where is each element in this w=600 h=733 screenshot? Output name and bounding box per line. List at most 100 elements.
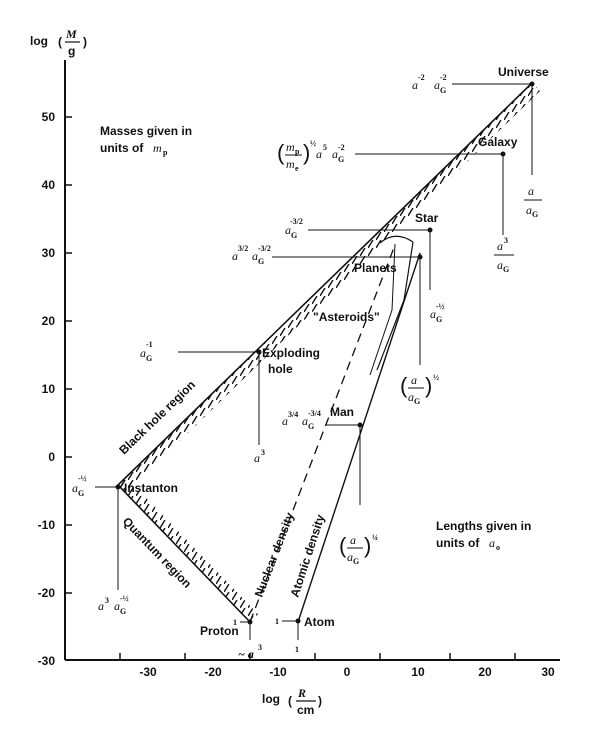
- svg-text:3: 3: [258, 643, 262, 652]
- svg-text:G: G: [308, 422, 314, 431]
- y-tick-m30: -30: [38, 654, 56, 668]
- svg-text:3/2: 3/2: [238, 244, 248, 253]
- masses-note: Masses given in units of m p: [100, 124, 192, 157]
- planets-point: [417, 254, 423, 260]
- svg-text:(: (: [288, 694, 292, 708]
- svg-text:G: G: [146, 354, 152, 363]
- universe-point: [529, 81, 535, 87]
- svg-text:e: e: [295, 164, 299, 173]
- asteroid-bracket-2: [369, 243, 396, 376]
- formula-exploding-vertical: a 3: [254, 448, 265, 465]
- formula-atom: 1 1: [275, 617, 299, 654]
- svg-text:-2: -2: [418, 73, 425, 82]
- y-axis-label: log ( M g ): [30, 27, 87, 58]
- svg-text:3/4: 3/4: [288, 410, 298, 419]
- svg-text:): ): [318, 694, 322, 708]
- leader-lines: [95, 83, 533, 640]
- svg-text:G: G: [258, 257, 264, 266]
- formula-instanton: a G -½: [72, 474, 87, 498]
- galaxy-point: [500, 151, 506, 157]
- formula-galaxy-vertical: a 3 a G: [494, 236, 514, 274]
- svg-text:a: a: [332, 147, 338, 161]
- man-point: [357, 422, 363, 428]
- svg-text:(: (: [58, 35, 62, 49]
- svg-text:a: a: [430, 307, 436, 321]
- svg-text:a: a: [412, 78, 418, 92]
- instanton-point: [115, 484, 121, 490]
- svg-text:3: 3: [105, 596, 109, 605]
- svg-text:): ): [425, 373, 432, 398]
- y-tick-labels: 50 40 30 20 10 0 -10 -20 -30: [38, 110, 56, 668]
- formula-star: a G -3/2: [285, 217, 303, 240]
- man-label: Man: [330, 405, 354, 419]
- svg-text:a: a: [98, 599, 104, 613]
- atomic-density-line: [297, 252, 421, 623]
- svg-text:cm: cm: [297, 703, 314, 717]
- svg-text:M: M: [65, 27, 77, 41]
- x-axis-label: log ( R cm ): [262, 686, 322, 717]
- svg-text:a: a: [434, 78, 440, 92]
- svg-text:G: G: [440, 86, 446, 95]
- svg-text:3: 3: [504, 236, 508, 245]
- svg-text:a: a: [282, 414, 288, 428]
- svg-text:a: a: [72, 481, 78, 495]
- x-ticks: [119, 653, 516, 660]
- svg-text:-3/4: -3/4: [308, 409, 321, 418]
- atom-point: [295, 618, 301, 624]
- formula-planets-vertical: ( a a G ) ½: [400, 373, 439, 406]
- svg-text:a: a: [408, 390, 414, 404]
- quantum-hatch: [118, 477, 258, 622]
- y-tick-20: 20: [42, 314, 56, 328]
- svg-text:-2: -2: [440, 73, 447, 82]
- instanton-label: Instanton: [124, 481, 178, 495]
- star-point: [427, 227, 433, 233]
- svg-text:G: G: [436, 315, 442, 324]
- x-tick-20: 20: [478, 665, 492, 679]
- svg-text:a: a: [347, 550, 353, 564]
- svg-text:(: (: [277, 140, 285, 165]
- svg-text:R: R: [297, 686, 306, 700]
- svg-text:-3/2: -3/2: [290, 217, 303, 226]
- svg-text:a: a: [316, 147, 322, 161]
- quantum-line: [117, 484, 251, 623]
- universe-label: Universe: [498, 65, 549, 79]
- asteroid-bracket: [376, 235, 414, 371]
- x-tick-m20: -20: [204, 665, 222, 679]
- data-points: [115, 81, 535, 625]
- svg-text:G: G: [532, 210, 538, 219]
- svg-text:): ): [364, 533, 371, 558]
- proton-point: [247, 619, 253, 625]
- svg-text:a: a: [285, 223, 291, 237]
- svg-text:units of: units of: [436, 536, 480, 550]
- exploding-hole-point: [256, 349, 262, 355]
- proton-label: Proton: [200, 624, 239, 638]
- svg-text:a: a: [114, 599, 120, 613]
- svg-text:a: a: [302, 414, 308, 428]
- x-tick-labels: -30 -20 -10 0 10 20 30: [139, 665, 555, 679]
- black-hole-line: [117, 82, 533, 486]
- svg-text:a: a: [252, 249, 258, 263]
- svg-text:-3/2: -3/2: [258, 244, 271, 253]
- x-tick-0: 0: [344, 665, 351, 679]
- y-tick-40: 40: [42, 178, 56, 192]
- svg-text:a: a: [140, 346, 146, 360]
- svg-text:): ): [83, 35, 87, 49]
- x-tick-10: 10: [411, 665, 425, 679]
- svg-text:Lengths given in: Lengths given in: [436, 519, 531, 533]
- atomic-density-label: Atomic density: [288, 512, 328, 598]
- svg-text:G: G: [338, 155, 344, 164]
- svg-text:log: log: [262, 692, 280, 706]
- y-tick-30: 30: [42, 246, 56, 260]
- svg-text:a: a: [411, 373, 417, 387]
- svg-text:½: ½: [433, 373, 439, 382]
- svg-text:log: log: [30, 34, 48, 48]
- formula-star-vertical: a G -½: [430, 302, 445, 324]
- svg-text:1: 1: [233, 618, 237, 627]
- formula-planets: a 3/2 a G -3/2: [232, 244, 271, 266]
- nuclear-density-line: [249, 244, 396, 623]
- svg-text:a: a: [232, 249, 238, 263]
- exploding-label-2: hole: [268, 362, 293, 376]
- svg-text:1: 1: [275, 617, 279, 626]
- formula-man-vertical: ( a a G ) ¼: [339, 533, 378, 566]
- y-ticks: [65, 116, 72, 594]
